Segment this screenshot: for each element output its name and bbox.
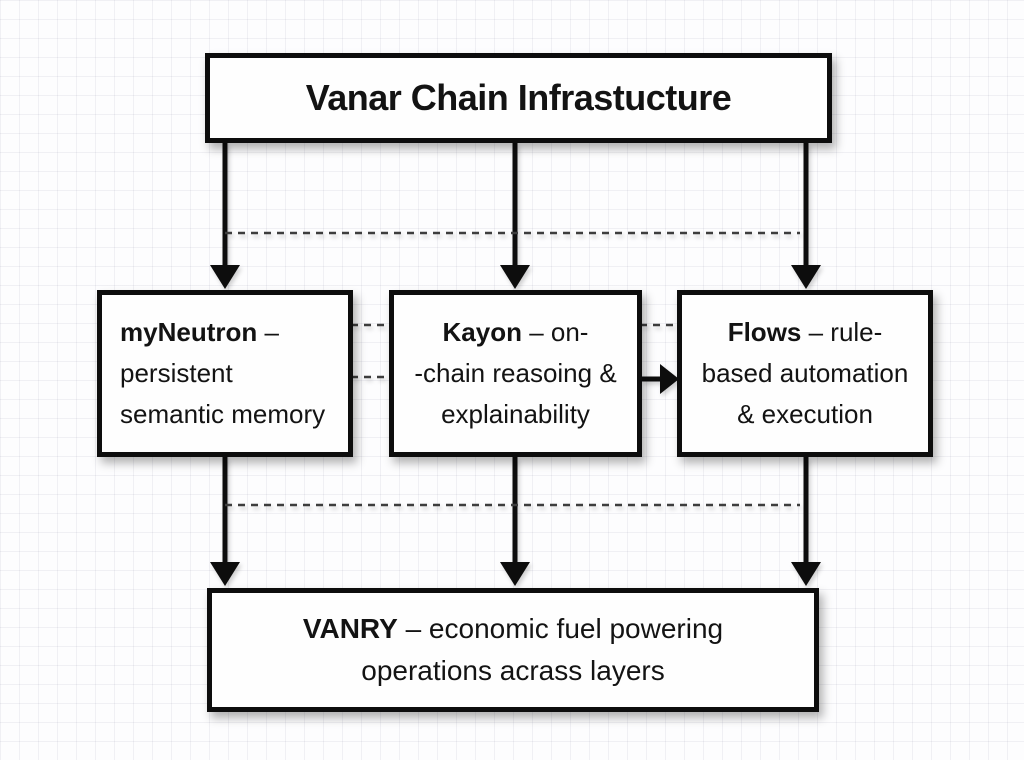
node-vanry: VANRY – economic fuel powering operation… [207,588,819,712]
node-myneutron: myNeutron – persistent semantic memory [97,290,353,457]
node-kayon-line1: Kayon – on- [443,312,589,353]
arrow-top-to-myneutron [210,143,240,289]
arrow-top-to-kayon [500,143,530,289]
node-vanar-chain-infrastructure: Vanar Chain Infrastucture [205,53,832,143]
node-vanry-line1-rest: – economic fuel powering [397,613,724,644]
node-myneutron-line1: myNeutron – [120,312,279,353]
arrow-kayon-to-vanry [500,457,530,586]
node-vanry-line1: VANRY – economic fuel powering [303,608,723,650]
node-kayon: Kayon – on- -chain reasoing & explainabi… [389,290,642,457]
node-kayon-line2: -chain reasoing & [414,358,617,388]
node-kayon-name: Kayon [442,317,522,347]
node-flows-line1-rest: – rule- [801,317,883,347]
node-vanry-line2: operations acrass layers [361,655,665,686]
arrow-myneutron-to-vanry [210,457,240,586]
node-myneutron-line3: semantic memory [120,399,326,429]
arrow-top-to-flows [791,143,821,289]
node-flows-name: Flows [727,317,802,347]
node-myneutron-line2: persistent [120,358,233,388]
node-flows-line2: based automation [701,358,909,388]
node-kayon-line3: explainability [441,399,590,429]
node-flows-line1: Flows – rule- [728,312,883,353]
node-flows: Flows – rule- based automation & executi… [677,290,933,457]
arrow-kayon-to-flows [642,364,679,394]
node-myneutron-name: myNeutron [120,317,258,347]
node-myneutron-line1-rest: – [257,317,279,347]
arrow-flows-to-vanry [791,457,821,586]
diagram-title: Vanar Chain Infrastucture [305,77,732,118]
node-kayon-line1-rest: – on- [521,317,589,347]
node-vanry-name: VANRY [302,613,398,644]
node-flows-line3: & execution [737,399,873,429]
